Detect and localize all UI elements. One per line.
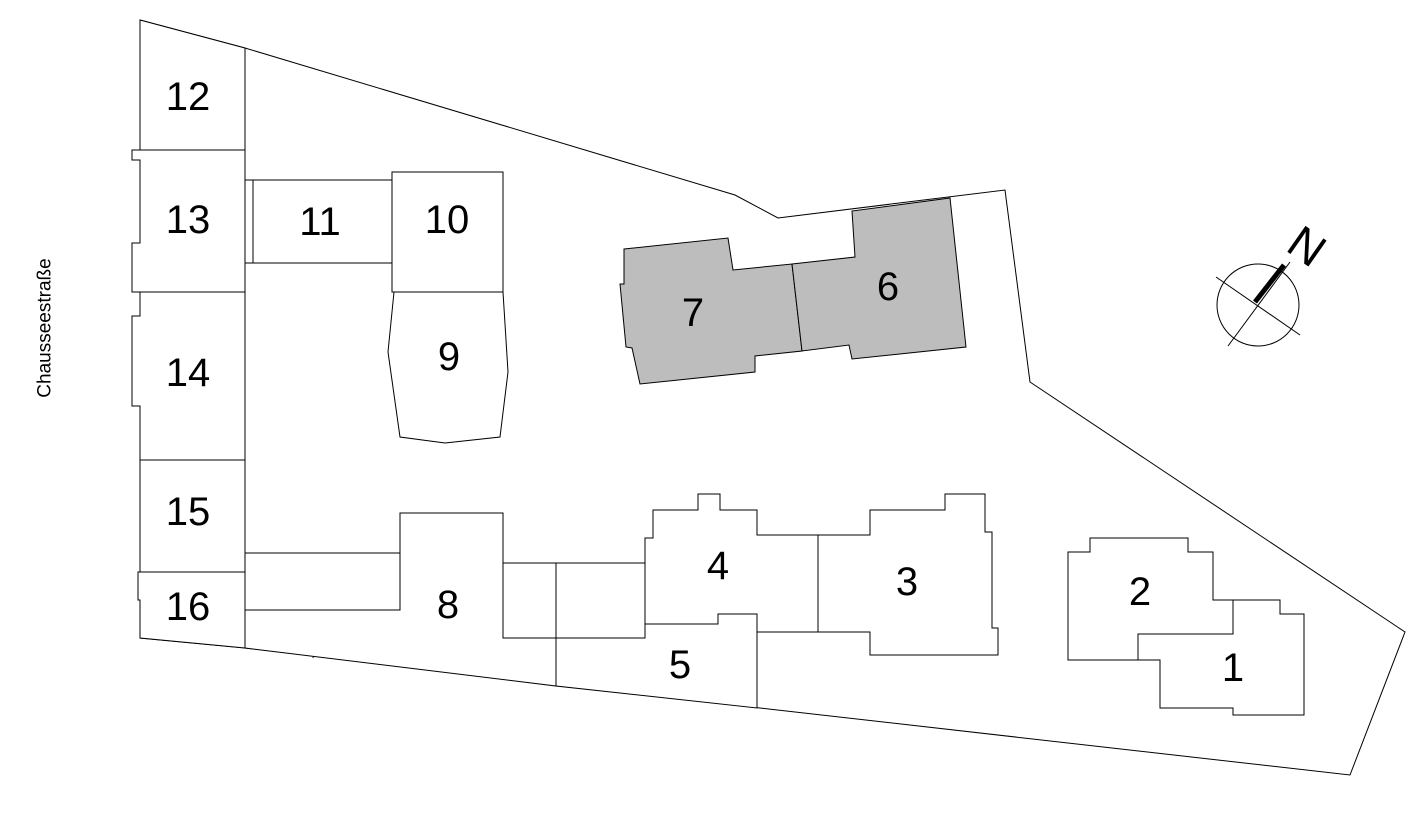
compass-crossbar [1215, 276, 1301, 336]
building-10[interactable]: 10 [391, 171, 504, 293]
building-2[interactable]: 2 [1067, 537, 1234, 661]
building-label: 12 [166, 75, 211, 119]
building-label: 8 [437, 583, 459, 627]
building-8[interactable]: 8 [244, 512, 557, 687]
building-label: 7 [682, 291, 704, 335]
compass-needle-thick [1253, 263, 1286, 304]
building-label: 13 [166, 198, 211, 242]
compass-needle-thin [1227, 261, 1291, 347]
building-6[interactable]: 6 [791, 197, 967, 360]
street-label: Chausseestraße [35, 258, 56, 397]
building-label: 5 [669, 643, 691, 687]
building-5[interactable]: 5 [555, 613, 758, 709]
building-16[interactable]: 16 [137, 571, 246, 649]
building-14[interactable]: 14 [131, 291, 246, 461]
building-7[interactable]: 7 [619, 237, 803, 385]
building-label: 11 [299, 200, 341, 244]
building-9[interactable]: 9 [387, 291, 509, 444]
building-label: 10 [425, 198, 470, 242]
building-label: 14 [166, 351, 211, 395]
building-label: 6 [877, 265, 899, 309]
building-13[interactable]: 13 [131, 149, 246, 293]
compass-circle [1216, 263, 1300, 347]
building-11[interactable]: 11 [244, 179, 393, 264]
building-1[interactable]: 1 [1137, 599, 1305, 716]
building-12[interactable]: 12 [139, 19, 246, 151]
building-label: 15 [166, 490, 211, 534]
building-label: 16 [166, 585, 211, 629]
compass-north-letter: N [1278, 215, 1335, 277]
building-3[interactable]: 3 [817, 493, 999, 656]
building-label: 2 [1129, 570, 1151, 614]
building-label: 1 [1222, 646, 1244, 690]
north-arrow: N [1215, 215, 1336, 347]
building-label: 4 [707, 544, 729, 588]
building-4[interactable]: 4 [644, 493, 819, 633]
building-15[interactable]: 15 [139, 459, 246, 573]
building-label: 9 [438, 335, 460, 379]
building-label: 3 [896, 560, 918, 604]
